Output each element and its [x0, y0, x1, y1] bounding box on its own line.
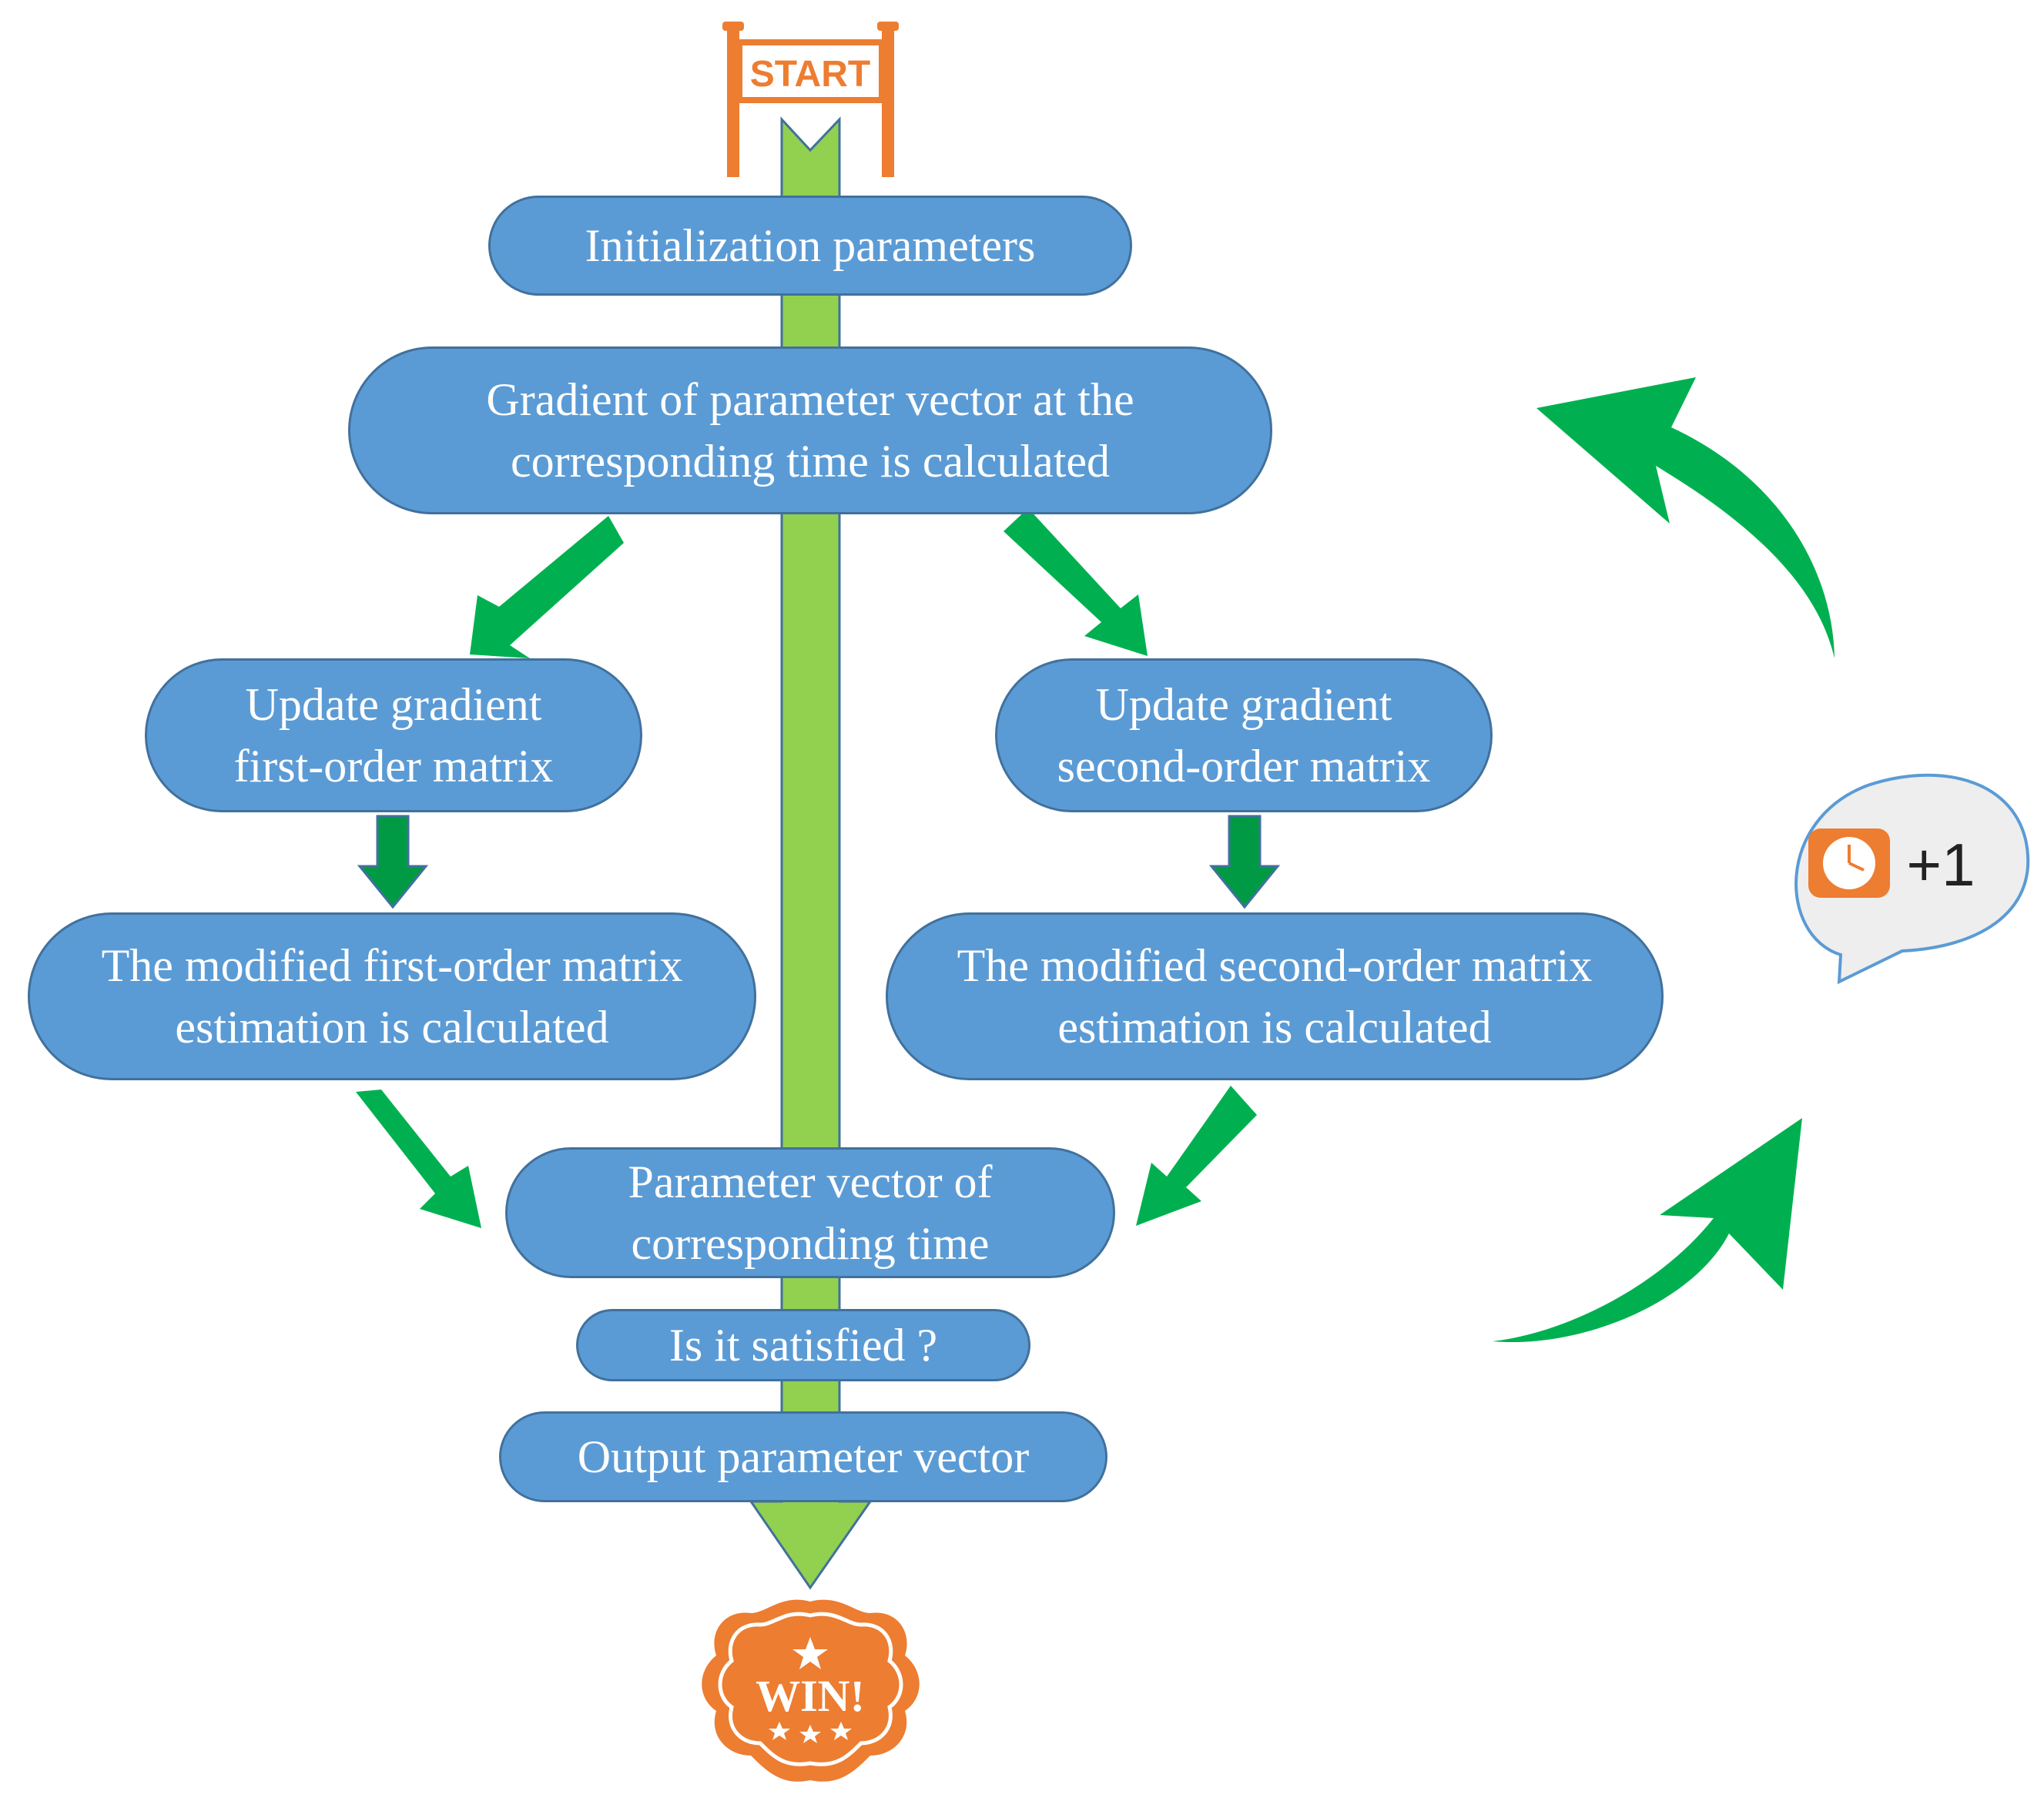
node-initialization: Initialization parameters: [488, 196, 1132, 296]
node-second-order-modified: The modified second-order matrix estimat…: [886, 912, 1664, 1080]
node-second-order-update: Update gradient second-order matrix: [995, 658, 1493, 812]
node-gradient-line1: Gradient of parameter vector at the: [486, 374, 1134, 425]
node-first-order-update: Update gradient first-order matrix: [145, 658, 642, 812]
node-gradient: Gradient of parameter vector at the corr…: [348, 346, 1272, 514]
loop-arrow-lower: [1493, 1118, 1802, 1343]
win-label: WIN!: [756, 1671, 865, 1721]
arrow-to-first-update: [470, 516, 624, 658]
arrow-from-first-modified: [356, 1090, 481, 1228]
node-satisfied-check: Is it satisfied ?: [576, 1309, 1030, 1381]
clock-icon: [1808, 829, 1890, 898]
node-output-text: Output parameter vector: [577, 1431, 1030, 1482]
win-badge-icon: WIN!: [702, 1599, 920, 1782]
increment-label: +1: [1907, 831, 1975, 899]
arrow-to-second-modified: [1208, 815, 1281, 909]
node-first-order-modified: The modified first-order matrix estimati…: [28, 912, 756, 1080]
loop-arrow-up: [1536, 377, 1835, 658]
node-first-order-modified-line2: estimation is calculated: [175, 1002, 609, 1053]
node-second-order-modified-line1: The modified second-order matrix: [957, 940, 1593, 991]
arrow-to-first-modified: [357, 815, 429, 909]
node-parameter-vector-line2: corresponding time: [631, 1218, 990, 1269]
node-first-order-update-line1: Update gradient: [245, 679, 542, 730]
arrow-from-second-modified: [1136, 1086, 1257, 1226]
node-satisfied-check-text: Is it satisfied ?: [668, 1320, 938, 1371]
node-first-order-update-line2: first-order matrix: [233, 741, 554, 792]
node-initialization-text: Initialization parameters: [585, 220, 1036, 271]
node-parameter-vector-line1: Parameter vector of: [628, 1157, 993, 1207]
node-gradient-line2: corresponding time is calculated: [510, 436, 1111, 487]
arrow-to-second-update: [1004, 508, 1148, 656]
node-second-order-update-line2: second-order matrix: [1057, 741, 1431, 792]
node-second-order-update-line1: Update gradient: [1095, 679, 1392, 730]
node-second-order-modified-line2: estimation is calculated: [1057, 1002, 1492, 1053]
start-gate-icon: START: [722, 22, 899, 177]
node-parameter-vector: Parameter vector of corresponding time: [505, 1147, 1115, 1278]
node-output: Output parameter vector: [499, 1411, 1107, 1502]
start-label: START: [750, 54, 870, 95]
time-increment-bubble: +1: [1794, 773, 2030, 985]
node-first-order-modified-line1: The modified first-order matrix: [101, 940, 683, 991]
